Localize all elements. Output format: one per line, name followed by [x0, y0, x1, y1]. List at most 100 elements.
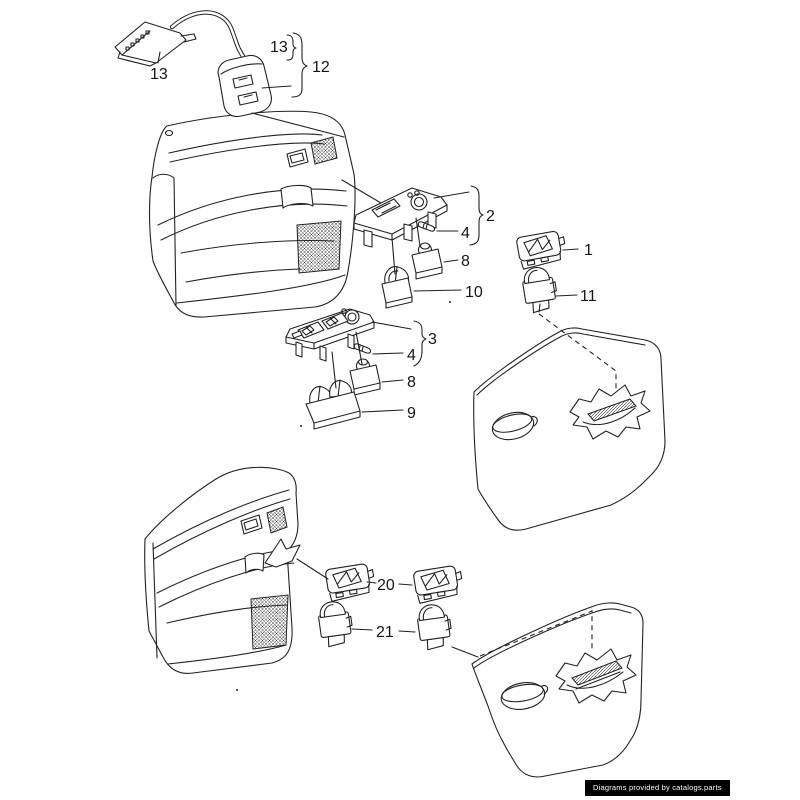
rear-door-panel: [144, 466, 301, 674]
door-panel-back-lower: [471, 602, 644, 778]
connector-pin: [125, 46, 130, 51]
callout-13-module[interactable]: 13: [270, 39, 288, 56]
switch8-base-front: [415, 266, 443, 280]
brace-13-small: [286, 34, 297, 61]
plate3-leg: [319, 345, 327, 362]
rear-door-switch-bezel-inner: [243, 518, 259, 531]
leader-21-stub: [451, 646, 479, 658]
callout-8-front[interactable]: 8: [461, 253, 470, 270]
plate3-round-cap-inner: [347, 312, 357, 322]
door-bottom-line: [176, 274, 346, 304]
clip-front[interactable]: [417, 221, 436, 232]
rear-window-switch-right[interactable]: [415, 601, 455, 652]
callout-4-rear[interactable]: 4: [407, 347, 416, 364]
leader-plate3-down-b: [331, 351, 337, 389]
front-switch-trim-plate[interactable]: [353, 187, 448, 248]
callout-12[interactable]: 12: [312, 59, 330, 76]
leader-plate2-down-b: [391, 237, 396, 275]
door-switch-bezel-inner: [289, 152, 305, 164]
single-window-switch-front[interactable]: [381, 266, 413, 309]
rear-door-pull-recess: [244, 552, 265, 574]
callout-2[interactable]: 2: [486, 208, 495, 225]
speck: [299, 424, 303, 428]
double-switch-trim-plate[interactable]: [285, 308, 375, 362]
switch21-left-shape: [316, 598, 356, 649]
module-button-lower: [237, 91, 259, 106]
plate2-round-cap-inner: [413, 196, 425, 208]
plate3-leg: [295, 341, 303, 358]
rear-door-bottom-line: [167, 644, 287, 665]
bezel1-shape: [515, 229, 569, 271]
callout-20[interactable]: 20: [377, 577, 395, 594]
brace-3: [413, 320, 427, 367]
module-button-upper-glyph: [238, 77, 248, 81]
control-module[interactable]: [217, 54, 272, 118]
armrest-lower-line: [160, 203, 348, 241]
plate3-slot: [291, 330, 303, 339]
plate2-round-cap: [410, 193, 428, 211]
rear-switch-bezel-right[interactable]: [412, 564, 465, 605]
leader-20-right: [398, 583, 413, 586]
wiring-harness-connector[interactable]: [114, 10, 248, 67]
leader-arrow-to-bezel20: [296, 558, 329, 580]
plate2-pip: [414, 190, 420, 196]
dashed-21-to-panel: [479, 610, 593, 657]
callout-8-rear[interactable]: 8: [407, 374, 416, 391]
connector-latch: [180, 33, 197, 43]
plate3-leg: [347, 333, 355, 350]
plate2-leg: [363, 229, 373, 248]
plate2-switch-cutout: [371, 198, 401, 218]
pocket-inner-line: [185, 268, 301, 283]
rear-window-switch-left[interactable]: [316, 598, 356, 649]
leader-21-left: [351, 628, 373, 631]
module-top-edge: [220, 63, 263, 75]
double-window-switch[interactable]: [305, 379, 361, 430]
clip-rear[interactable]: [353, 343, 372, 354]
switch-slot-lower: [571, 660, 623, 686]
switch8-button-cap: [419, 242, 431, 250]
watermark-badge: Diagrams provided by catalogs.parts: [585, 780, 730, 796]
tweeter-grille: [310, 136, 338, 165]
callout-3[interactable]: 3: [428, 331, 437, 348]
leader-switch8-rear: [381, 379, 404, 383]
connector-face-edge: [117, 30, 157, 67]
callout-21[interactable]: 21: [376, 624, 394, 641]
callout-9[interactable]: 9: [407, 405, 416, 422]
leader-switch11: [555, 294, 578, 297]
speck: [448, 300, 452, 304]
leader-door-to-plate2: [341, 179, 382, 204]
rear-door-upper-trim: [152, 489, 291, 560]
harness-wire-core: [170, 11, 247, 61]
leader-plate2-to-brace: [433, 191, 470, 199]
push-switch-front[interactable]: [411, 242, 443, 280]
callout-4-front[interactable]: 4: [461, 225, 470, 242]
speck: [235, 688, 239, 692]
connector-pin: [135, 38, 140, 43]
brace-12-large: [291, 32, 308, 98]
callout-1[interactable]: 1: [584, 242, 593, 259]
plate2-rocker: [375, 202, 397, 214]
callout-11[interactable]: 11: [580, 288, 597, 305]
leader-switch10: [413, 289, 462, 292]
panel-back-lower-lip: [473, 608, 632, 669]
module-button-lower-glyph: [243, 94, 253, 98]
rear-speaker-grille: [250, 594, 289, 650]
dashed-11-to-panel: [538, 313, 617, 392]
callout-10[interactable]: 10: [465, 284, 483, 301]
connector-pin: [140, 34, 145, 39]
panel-back-upper-lip: [476, 332, 646, 396]
switch10-base-front: [385, 296, 413, 309]
push-switch-rear[interactable]: [349, 358, 381, 396]
brace-2: [469, 185, 484, 246]
plate2-pip: [407, 192, 413, 198]
switch-bezel-front[interactable]: [515, 229, 569, 271]
plate3-rocker-right: [325, 316, 339, 327]
switch8-button-cap: [357, 358, 369, 366]
connector-pin: [130, 42, 135, 47]
leader-switch8-front: [443, 259, 459, 263]
module-button-upper: [232, 74, 254, 89]
callout-13-connector[interactable]: 13: [150, 66, 168, 83]
leader-plate2-down-a: [415, 217, 421, 247]
